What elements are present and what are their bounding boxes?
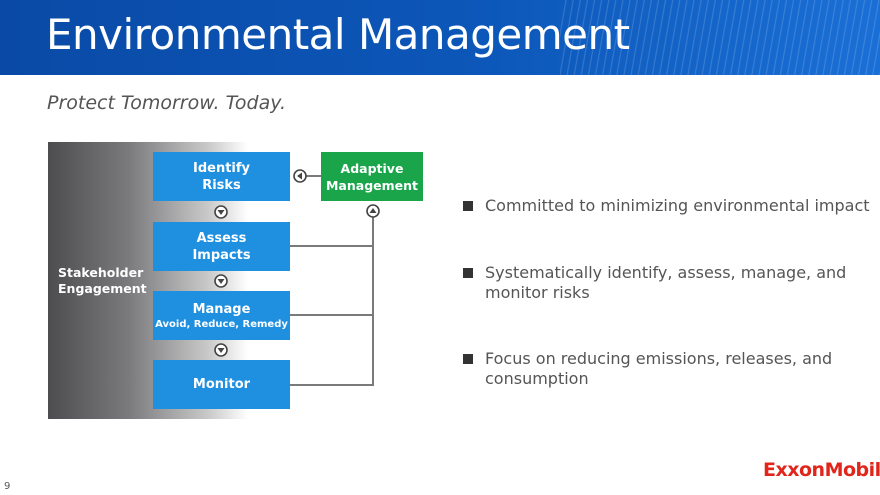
bullet-square-icon [463,354,473,364]
stakeholder-label-line2: Engagement [58,281,147,296]
adaptive-line1: Adaptive [340,160,404,176]
bullet-square-icon [463,201,473,211]
step-monitor-line1: Monitor [192,377,251,392]
step-identify-line2: Risks [202,177,241,193]
step-manage: Manage Avoid, Reduce, Remedy [153,291,290,340]
bullet-text: Committed to minimizing environmental im… [485,196,870,215]
bullet-square-icon [463,268,473,278]
step-monitor: Monitor [153,360,290,409]
banner-texture [560,0,880,75]
exxonmobil-logo: ExxonMobil [763,459,880,481]
slide-title: Environmental Management [46,10,630,59]
step-identify-line1: Identify [192,160,250,176]
title-banner: Environmental Management [0,0,880,75]
slide-subtitle: Protect Tomorrow. Today. [47,92,287,114]
step-manage-sub: Avoid, Reduce, Remedy [155,318,288,330]
adaptive-line2: Management [325,177,418,193]
step-assess-impacts: Assess Impacts [153,222,290,271]
stakeholder-engagement-label: Stakeholder Engagement [58,265,153,297]
step-assess-line2: Impacts [192,247,251,263]
down-arrow-icon [214,205,228,219]
step-manage-line1: Manage [192,301,251,317]
step-assess-line1: Assess [196,230,247,246]
down-arrow-icon [214,274,228,288]
stakeholder-label-line1: Stakeholder [58,265,144,280]
down-arrow-icon [214,343,228,357]
step-identify-risks: Identify Risks [153,152,290,201]
left-arrow-icon [293,169,307,183]
assess-to-adaptive-line [290,216,374,247]
adaptive-management-box: Adaptive Management [321,152,423,201]
up-arrow-icon [366,204,380,218]
bullet-text: Focus on reducing emissions, releases, a… [485,349,833,388]
bullet-text: Systematically identify, assess, manage,… [485,263,847,302]
monitor-to-adaptive-line [290,246,374,386]
page-number: 9 [4,481,11,492]
